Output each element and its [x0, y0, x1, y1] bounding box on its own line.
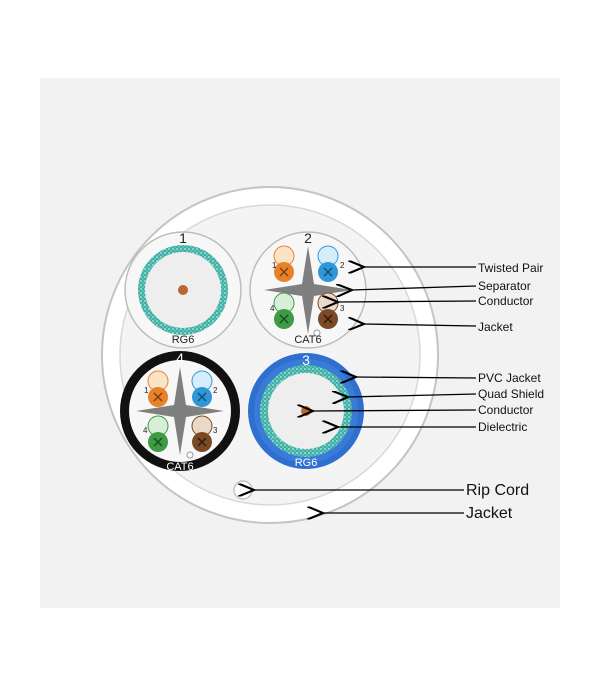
cable-4-pair-label-3: 3 [213, 426, 218, 435]
label-dielectric: Dielectric [478, 420, 527, 434]
cable-2-pair-4 [273, 292, 295, 329]
cable-2-pair-label-3: 3 [340, 304, 345, 313]
arrow-conductor-rg6 [313, 410, 477, 411]
cable-4-pair-label-2: 2 [213, 386, 218, 395]
cable-4-pair-label-1: 1 [144, 386, 149, 395]
label-rip-cord: Rip Cord [466, 482, 529, 499]
label-conductor-rg6: Conductor [478, 403, 533, 417]
cable-2-separator [264, 246, 352, 334]
cable-4-separator [136, 367, 224, 455]
arrow-jacket-cat6 [364, 324, 477, 326]
label-quad-shield: Quad Shield [478, 387, 544, 401]
cable-4-pair-1 [147, 370, 169, 407]
label-conductor-cat6: Conductor [478, 294, 533, 308]
cable-2-pair-label-2: 2 [340, 261, 345, 270]
cable-3-conductor [301, 406, 311, 416]
cable-3-number: 3 [302, 352, 310, 368]
cable-1-number: 1 [179, 230, 187, 246]
cable-1-conductor [178, 285, 188, 295]
arrow-separator [352, 286, 477, 290]
cable-3-type-label: RG6 [295, 457, 318, 469]
cable-1-type-label: RG6 [172, 334, 195, 346]
arrow-pvc-jacket [356, 377, 477, 378]
label-pvc-jacket: PVC Jacket [478, 371, 541, 385]
cable-2-type-label: CAT6 [294, 334, 321, 346]
rip-cord [233, 480, 253, 500]
cable-2-pair-2 [317, 245, 339, 282]
cable-1-rg6: 1 RG6 [124, 230, 242, 349]
cable-4-rip-cord [186, 451, 194, 459]
cable-4-pair-4 [147, 415, 169, 452]
cable-4-pair-3 [191, 415, 213, 452]
cable-4-number: 4 [176, 350, 184, 366]
leader-lines [254, 267, 477, 513]
cable-4-cat6: 4 1 2 4 3 CAT6 [120, 350, 240, 473]
cable-2-rip-cord [313, 329, 321, 337]
cable-4-pair-2 [191, 370, 213, 407]
cable-4-pair-label-4: 4 [143, 426, 148, 435]
cable-2-number: 2 [304, 230, 312, 246]
label-separator: Separator [478, 279, 531, 293]
cable-2-pair-1 [273, 245, 295, 282]
label-jacket-outer: Jacket [466, 505, 513, 522]
arrow-conductor-cat6 [338, 301, 477, 302]
arrow-quad-shield [348, 394, 477, 397]
cable-2-cat6: 2 1 2 4 3 CAT6 [249, 230, 367, 349]
label-twisted-pair: Twisted Pair [478, 261, 543, 275]
label-jacket-cat6: Jacket [478, 320, 513, 334]
cable-2-pair-label-4: 4 [270, 304, 275, 313]
cable-4-type-label: CAT6 [166, 461, 193, 473]
cable-2-pair-label-1: 1 [272, 261, 277, 270]
